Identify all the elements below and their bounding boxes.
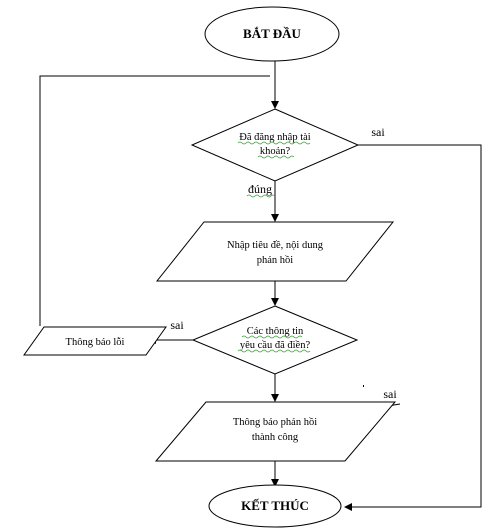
- decision-login-diamond: [190, 108, 360, 182]
- edge-label-required-no: sai: [170, 318, 184, 332]
- spellcheck-underline: [257, 155, 295, 159]
- input-feedback-line-1: Nhập tiêu đề, nội dung: [227, 240, 324, 251]
- spellcheck-underline: [241, 335, 303, 339]
- input-feedback-shape: [155, 221, 395, 282]
- spellcheck-underline: [237, 349, 311, 353]
- input-feedback-line-2: phản hồi: [257, 255, 294, 266]
- edge-login-no: [344, 144, 482, 511]
- decision-required-line-2: yêu cầu đã điền?: [240, 340, 311, 351]
- start-ellipse: [204, 6, 340, 62]
- edge-label-login-yes: đúng: [248, 182, 272, 196]
- edge-label-login-no: sai: [371, 125, 385, 139]
- decision-required-node: Các thông tin yêu cầu đã điền?: [191, 305, 359, 375]
- stray-dot: [363, 385, 364, 387]
- end-node: KẾT THÚC: [208, 484, 342, 528]
- end-ellipse: [208, 484, 342, 528]
- decision-login-node: Đã đăng nhập tài khoản?: [190, 108, 360, 182]
- decision-required-line-1: Các thông tin: [247, 326, 304, 337]
- decision-required-diamond: [191, 305, 359, 375]
- start-node: BẮT ĐẦU: [204, 6, 340, 62]
- success-notice-shape: [154, 401, 397, 462]
- error-notice-label: Thông báo lỗi: [66, 337, 125, 348]
- edge-label-success-no: sai: [383, 387, 397, 401]
- end-label: KẾT THÚC: [241, 498, 309, 513]
- edge-error-loop: [39, 75, 270, 326]
- input-feedback-node: Nhập tiêu đề, nội dung phản hồi: [155, 221, 395, 282]
- spellcheck-underline: [246, 194, 276, 198]
- success-notice-node: Thông báo phản hồi thành công: [154, 401, 397, 462]
- decision-login-line-2: khoản?: [260, 146, 291, 157]
- decision-login-line-1: Đã đăng nhập tài: [239, 132, 311, 143]
- success-notice-line-2: thành công: [252, 432, 299, 443]
- start-label: BẮT ĐẦU: [243, 26, 302, 41]
- spellcheck-underline: [237, 141, 311, 145]
- error-notice-shape: [23, 326, 167, 356]
- success-notice-line-1: Thông báo phản hồi: [233, 417, 317, 428]
- error-notice-node: Thông báo lỗi: [23, 326, 167, 356]
